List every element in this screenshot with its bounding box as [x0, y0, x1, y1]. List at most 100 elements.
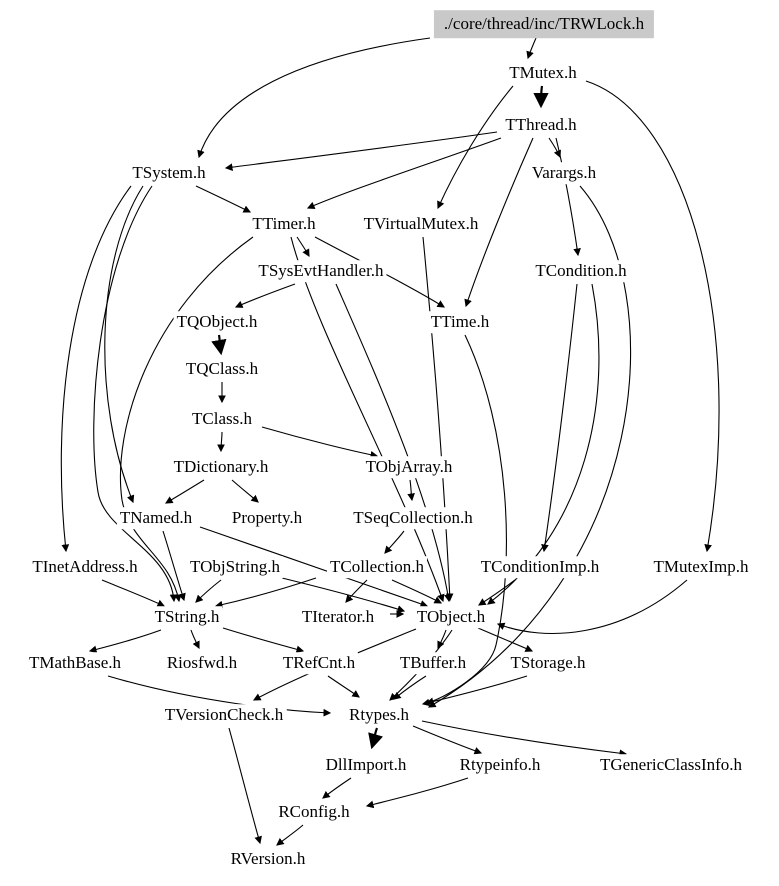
- node-TSeqCollection[interactable]: TSeqCollection.h: [350, 507, 476, 529]
- edge-TConditionImp-to-TObject: [478, 579, 516, 606]
- edge-TCollection-to-TIterator: [345, 579, 368, 603]
- node-TRefCnt[interactable]: TRefCnt.h: [279, 652, 359, 674]
- node-TIterator[interactable]: TIterator.h: [298, 606, 378, 628]
- node-label: TQClass.h: [185, 359, 259, 379]
- node-Varargs[interactable]: Varargs.h: [528, 162, 600, 184]
- node-TString[interactable]: TString.h: [151, 606, 223, 628]
- node-label: TGenericClassInfo.h: [599, 755, 743, 775]
- node-Rtypeinfo[interactable]: Rtypeinfo.h: [456, 754, 544, 776]
- edge-TObjString-to-TString: [195, 579, 222, 603]
- edge-TBuffer-to-Rtypes: [393, 675, 427, 700]
- edge-TRefCnt-to-Rtypes: [327, 675, 360, 698]
- node-label: TConditionImp.h: [480, 557, 600, 577]
- node-label: TIterator.h: [301, 607, 375, 627]
- node-label: TStorage.h: [510, 653, 586, 673]
- edge-TCollection-to-TObject: [391, 579, 443, 604]
- edge-TThread-to-Varargs: [548, 137, 561, 159]
- edge-TDictionary-to-TNamed: [165, 479, 205, 504]
- edge-Varargs-to-Rtypes: [428, 185, 632, 708]
- node-TCollection[interactable]: TCollection.h: [327, 556, 427, 578]
- edge-TThread-to-TSystem: [224, 131, 498, 171]
- edge-TCondition-to-TConditionImp: [541, 283, 578, 553]
- node-Rtypes[interactable]: Rtypes.h: [346, 704, 412, 726]
- edge-DllImport-to-RConfig: [322, 777, 352, 799]
- node-label: TBuffer.h: [399, 653, 467, 673]
- edge-TString-to-TRefCnt: [222, 627, 305, 653]
- edge-TSystem-to-TInetAddress: [60, 185, 132, 553]
- node-RVersion[interactable]: RVersion.h: [227, 848, 309, 870]
- node-TDictionary[interactable]: TDictionary.h: [170, 456, 272, 478]
- edge-TObject-to-TStorage: [477, 627, 534, 652]
- node-TClass[interactable]: TClass.h: [189, 408, 255, 430]
- node-label: TTimer.h: [252, 214, 316, 234]
- node-label: Varargs.h: [531, 163, 597, 183]
- edge-RConfig-to-RVersion: [276, 824, 304, 846]
- node-label: TTime.h: [430, 312, 490, 332]
- node-TObject[interactable]: TObject.h: [413, 606, 489, 628]
- node-Riosfwd[interactable]: Riosfwd.h: [163, 652, 241, 674]
- edge-TThread-to-TTimer: [306, 137, 502, 209]
- node-TInetAddress[interactable]: TInetAddress.h: [29, 556, 141, 578]
- node-TTime[interactable]: TTime.h: [427, 311, 493, 333]
- node-TQObject[interactable]: TQObject.h: [173, 311, 261, 333]
- edge-TVirtualMutex-to-TObject: [422, 236, 454, 602]
- node-label: RVersion.h: [230, 849, 306, 869]
- node-label: TMutex.h: [509, 63, 577, 83]
- node-label: TMutexImp.h: [653, 557, 749, 577]
- node-TObjArray[interactable]: TObjArray.h: [362, 456, 456, 478]
- node-label: TInetAddress.h: [32, 557, 138, 577]
- node-DllImport[interactable]: DllImport.h: [322, 754, 410, 776]
- edge-Rtypes-to-DllImport: [368, 727, 383, 750]
- node-TGenericClassInfo[interactable]: TGenericClassInfo.h: [596, 754, 746, 776]
- node-label: Rtypes.h: [349, 705, 409, 725]
- edge-TTimer-to-TSysEvtHandler: [296, 236, 310, 258]
- node-TObjString[interactable]: TObjString.h: [187, 556, 283, 578]
- edge-TCollection-to-TString: [214, 577, 317, 609]
- node-TQClass[interactable]: TQClass.h: [182, 358, 262, 380]
- node-TMutexImp[interactable]: TMutexImp.h: [650, 556, 752, 578]
- node-TThread[interactable]: TThread.h: [502, 114, 580, 136]
- node-TVersionCheck[interactable]: TVersionCheck.h: [161, 704, 287, 726]
- edge-TString-to-Riosfwd: [190, 629, 200, 650]
- node-TStorage[interactable]: TStorage.h: [507, 652, 589, 674]
- node-label: TObject.h: [416, 607, 486, 627]
- edge-TMutexImp-to-TObject: [496, 579, 688, 635]
- edge-TSystem-to-TString: [93, 185, 178, 603]
- edge-TObjString-to-TObject: [281, 577, 406, 613]
- node-TSysEvtHandler[interactable]: TSysEvtHandler.h: [255, 260, 387, 282]
- edge-TString-to-TMathBase: [88, 629, 162, 654]
- node-TMathBase[interactable]: TMathBase.h: [25, 652, 125, 674]
- node-RConfig[interactable]: RConfig.h: [275, 801, 353, 823]
- edge-Rtypes-to-Rtypeinfo: [412, 725, 483, 755]
- node-TNamed[interactable]: TNamed.h: [116, 507, 196, 529]
- node-label: TMathBase.h: [28, 653, 122, 673]
- node-label: TClass.h: [192, 409, 252, 429]
- edge-TTimer-to-TObject: [290, 236, 445, 603]
- edge-TMutex-to-TMutexImp: [585, 80, 720, 553]
- node-TCondition[interactable]: TCondition.h: [532, 260, 630, 282]
- edge-TSystem-to-TTimer: [195, 185, 252, 213]
- edge-TSysEvtHandler-to-TObject: [335, 283, 452, 603]
- edge-Rtypeinfo-to-RConfig: [365, 777, 469, 809]
- node-label: TObjArray.h: [365, 457, 453, 477]
- edge-root-to-TSystem: [197, 37, 431, 159]
- edge-TVersionCheck-to-RVersion: [228, 727, 262, 845]
- node-Property[interactable]: Property.h: [228, 507, 306, 529]
- edge-Rtypes-to-TGenericClassInfo: [421, 720, 628, 758]
- node-TSystem[interactable]: TSystem.h: [129, 162, 209, 184]
- node-label: TCollection.h: [330, 557, 424, 577]
- node-TMutex[interactable]: TMutex.h: [506, 62, 580, 84]
- edge-TMutex-to-TThread: [533, 85, 549, 109]
- node-label: Rtypeinfo.h: [459, 755, 541, 775]
- edge-TSysEvtHandler-to-TQObject: [234, 283, 296, 308]
- node-label: TVirtualMutex.h: [363, 214, 479, 234]
- node-label: TSystem.h: [132, 163, 206, 183]
- node-label: TNamed.h: [119, 508, 193, 528]
- node-TTimer[interactable]: TTimer.h: [249, 213, 319, 235]
- node-TVirtualMutex[interactable]: TVirtualMutex.h: [360, 213, 482, 235]
- node-TBuffer[interactable]: TBuffer.h: [396, 652, 470, 674]
- node-label: TSeqCollection.h: [353, 508, 473, 528]
- node-TConditionImp[interactable]: TConditionImp.h: [477, 556, 603, 578]
